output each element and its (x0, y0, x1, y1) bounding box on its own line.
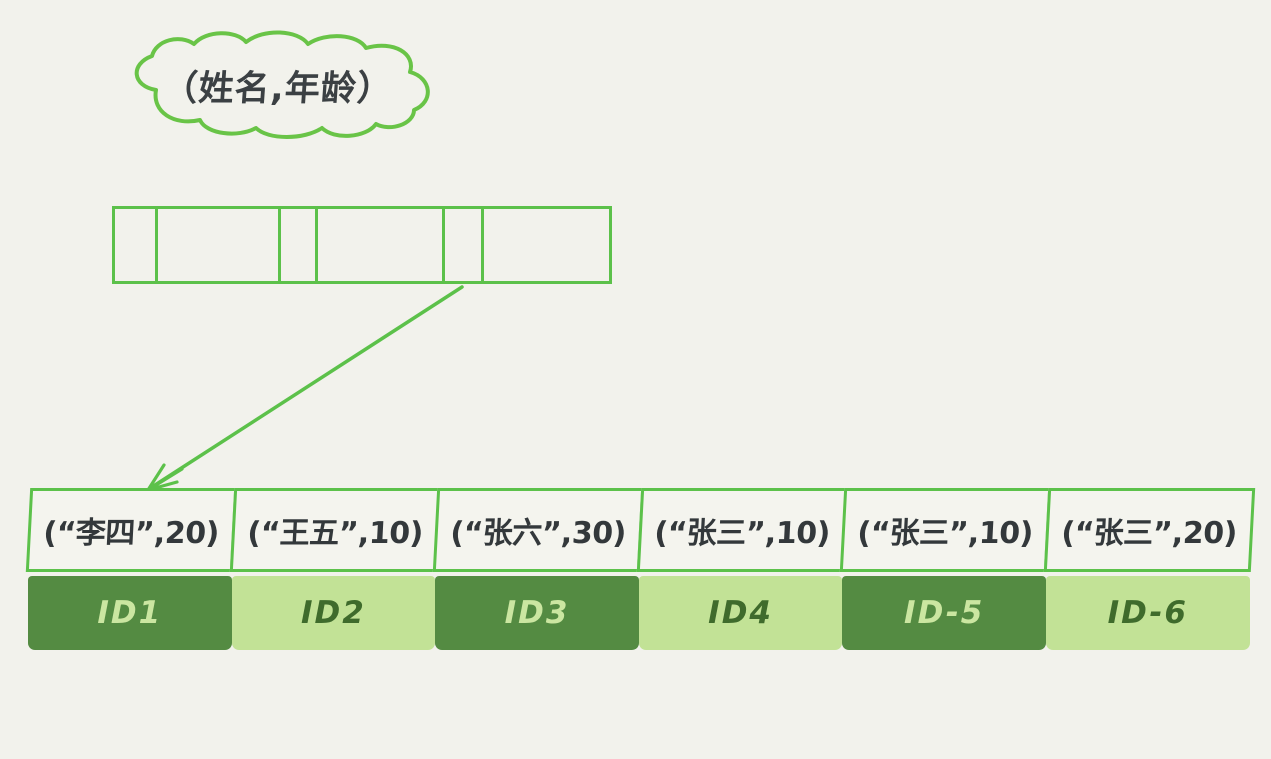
callout-cloud: （姓名,年龄） (118, 28, 438, 143)
leaf-key-value: (“张三”,10) (636, 488, 848, 572)
leaf-cell[interactable]: (“张六”,30) ID3 (432, 488, 644, 650)
pointer-arrow-line (150, 285, 464, 489)
leaf-key-value: (“张六”,30) (432, 488, 644, 572)
index-cell[interactable] (115, 209, 158, 281)
leaf-id-badge: ID-6 (1045, 576, 1250, 650)
leaf-id-badge: ID4 (638, 576, 843, 650)
index-cell[interactable] (318, 209, 445, 281)
index-cell[interactable] (158, 209, 281, 281)
index-cell[interactable] (484, 209, 609, 281)
leaf-node-row: (“李四”,20) ID1 (“王五”,10) ID2 (“张六”,30) ID… (25, 488, 1255, 650)
leaf-id-badge: ID-5 (842, 576, 1046, 650)
leaf-key-value: (“张三”,20) (1043, 488, 1255, 572)
leaf-cell[interactable]: (“张三”,10) ID-5 (840, 488, 1052, 650)
leaf-cell[interactable]: (“王五”,10) ID2 (229, 488, 441, 650)
leaf-id-badge: ID3 (435, 576, 639, 650)
index-node-row (112, 206, 612, 284)
leaf-key-value: (“王五”,10) (229, 488, 441, 572)
leaf-key-value: (“张三”,10) (840, 488, 1052, 572)
index-cell[interactable] (445, 209, 484, 281)
leaf-cell[interactable]: (“李四”,20) ID1 (25, 488, 237, 650)
leaf-cell[interactable]: (“张三”,10) ID4 (636, 488, 848, 650)
pointer-arrow-group (146, 285, 464, 492)
index-cell[interactable] (281, 209, 318, 281)
leaf-id-badge: ID2 (231, 576, 436, 650)
callout-label: （姓名,年龄） (161, 69, 395, 109)
leaf-id-badge: ID1 (28, 576, 232, 650)
leaf-key-value: (“李四”,20) (25, 488, 237, 572)
leaf-cell[interactable]: (“张三”,20) ID-6 (1043, 488, 1255, 650)
cloud-shape-icon (134, 30, 430, 139)
